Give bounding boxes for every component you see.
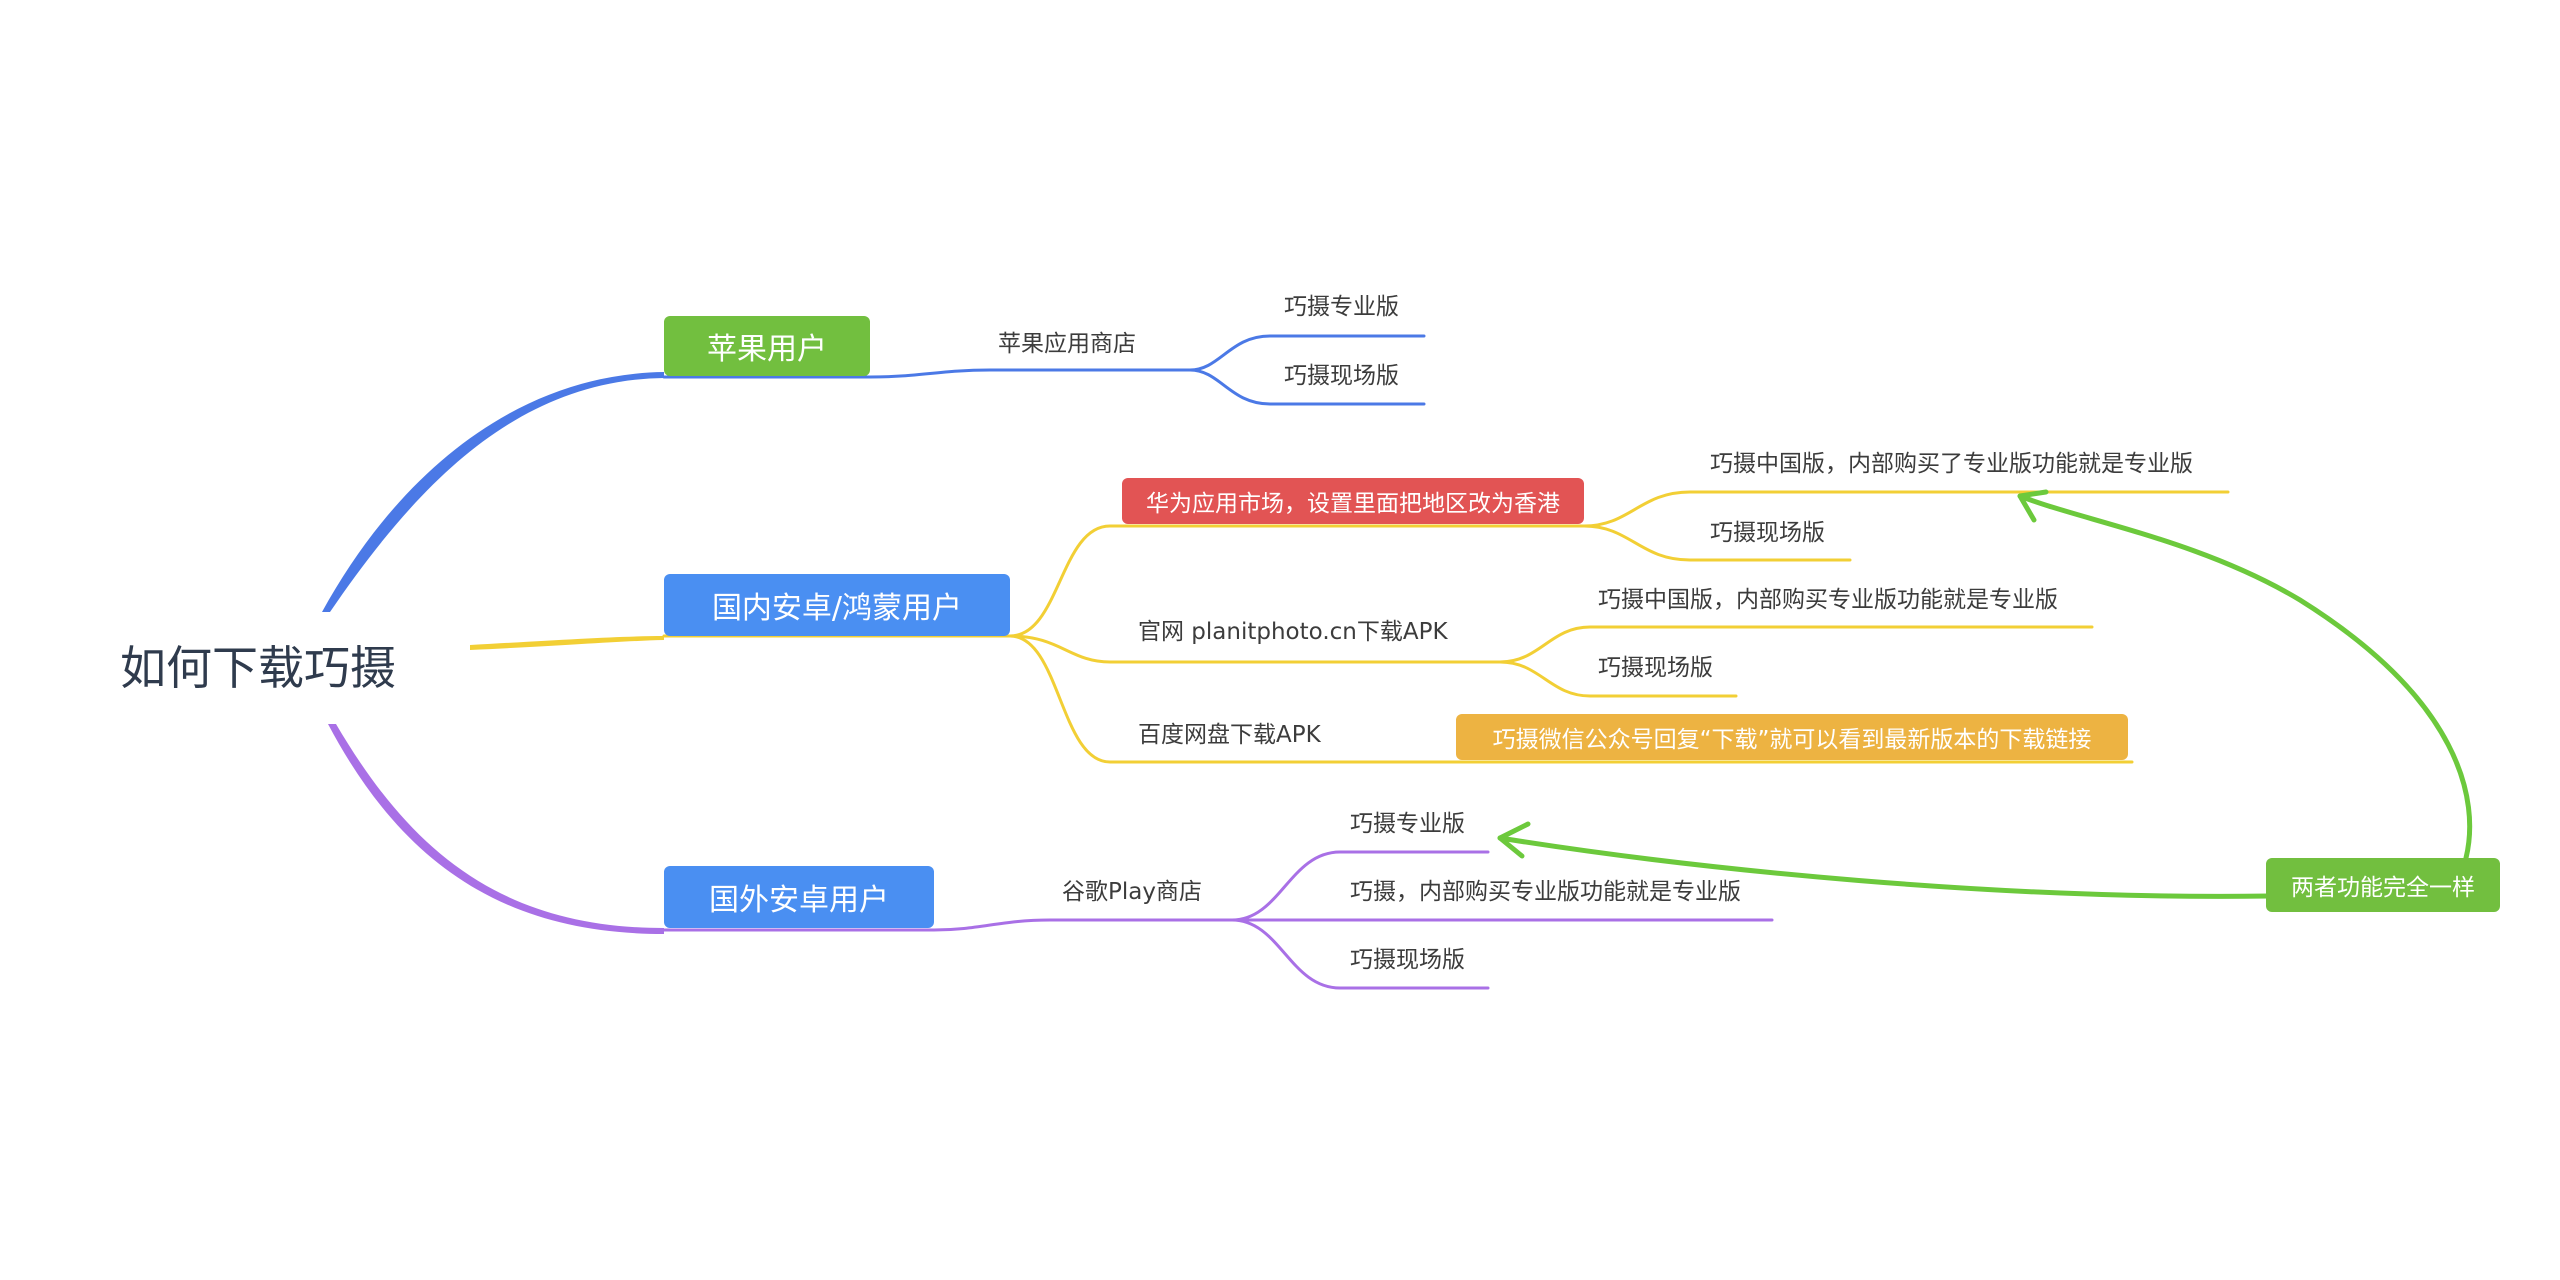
huawei-market-label: 华为应用市场，设置里面把地区改为香港	[1146, 491, 1560, 517]
huawei-item-live[interactable]: 巧摄现场版	[1710, 520, 1825, 546]
huawei-item-china[interactable]: 巧摄中国版，内部购买了专业版功能就是专业版	[1710, 451, 2193, 477]
huawei-market-tag[interactable]: 华为应用市场，设置里面把地区改为香港	[1122, 478, 1584, 524]
wechat-download-tag[interactable]: 巧摄微信公众号回复“下载”就可以看到最新版本的下载链接	[1456, 714, 2128, 760]
branch-domestic-users[interactable]: 国内安卓/鸿蒙用户	[664, 574, 1010, 636]
website-to-china-connector	[1498, 625, 2094, 664]
baidu-apk[interactable]: 百度网盘下载APK	[1138, 722, 1321, 748]
root-to-domestic-connector	[470, 636, 664, 650]
relation-to-huawei-china-arrow	[2017, 493, 2473, 861]
overseas-store-underline	[662, 918, 1234, 932]
apple-item-live[interactable]: 巧摄现场版	[1284, 363, 1399, 389]
apple-app-store[interactable]: 苹果应用商店	[998, 331, 1136, 357]
root-to-apple-connector	[322, 372, 664, 612]
overseas-item-pro[interactable]: 巧摄专业版	[1350, 811, 1465, 837]
branch-overseas-users-label: 国外安卓用户	[709, 883, 889, 918]
same-features-label: 两者功能完全一样	[2291, 875, 2475, 901]
relation-arrowhead-overseas	[1497, 821, 1531, 859]
huawei-to-live-connector	[1582, 524, 1852, 562]
domestic-to-huawei-connector	[1008, 524, 1586, 638]
overseas-item-inapp[interactable]: 巧摄，内部购买专业版功能就是专业版	[1350, 879, 1741, 905]
website-item-china[interactable]: 巧摄中国版，内部购买专业版功能就是专业版	[1598, 587, 2058, 613]
website-to-live-connector	[1498, 660, 1738, 698]
branch-apple-users-label: 苹果用户	[707, 332, 827, 367]
relation-to-overseas-pro-arrow	[1497, 835, 2273, 899]
apple-store-to-pro-connector	[1188, 334, 1426, 372]
branch-domestic-users-label: 国内安卓/鸿蒙用户	[711, 591, 963, 626]
apple-store-underline	[662, 368, 1192, 379]
apple-item-pro[interactable]: 巧摄专业版	[1284, 294, 1399, 320]
root-to-overseas-connector	[328, 724, 664, 934]
huawei-to-china-connector	[1582, 490, 2230, 528]
domestic-to-website-connector	[1008, 634, 1502, 664]
wechat-download-label: 巧摄微信公众号回复“下载”就可以看到最新版本的下载链接	[1492, 727, 2092, 753]
root-topic[interactable]: 如何下载巧摄	[120, 641, 396, 695]
overseas-store-to-live-connector	[1230, 918, 1490, 990]
branch-apple-users[interactable]: 苹果用户	[664, 316, 870, 376]
same-features-note[interactable]: 两者功能完全一样	[2266, 858, 2500, 912]
relation-arrowhead-huawei	[2017, 489, 2049, 523]
overseas-store-to-pro-connector	[1230, 850, 1490, 922]
branch-overseas-users[interactable]: 国外安卓用户	[664, 866, 934, 928]
website-item-live[interactable]: 巧摄现场版	[1598, 655, 1713, 681]
domestic-to-baidu-connector	[1008, 634, 2134, 764]
website-apk[interactable]: 官网 planitphoto.cn下载APK	[1138, 619, 1448, 645]
apple-store-to-live-connector	[1188, 368, 1426, 406]
google-play-store[interactable]: 谷歌Play商店	[1062, 879, 1202, 905]
overseas-item-live[interactable]: 巧摄现场版	[1350, 947, 1465, 973]
